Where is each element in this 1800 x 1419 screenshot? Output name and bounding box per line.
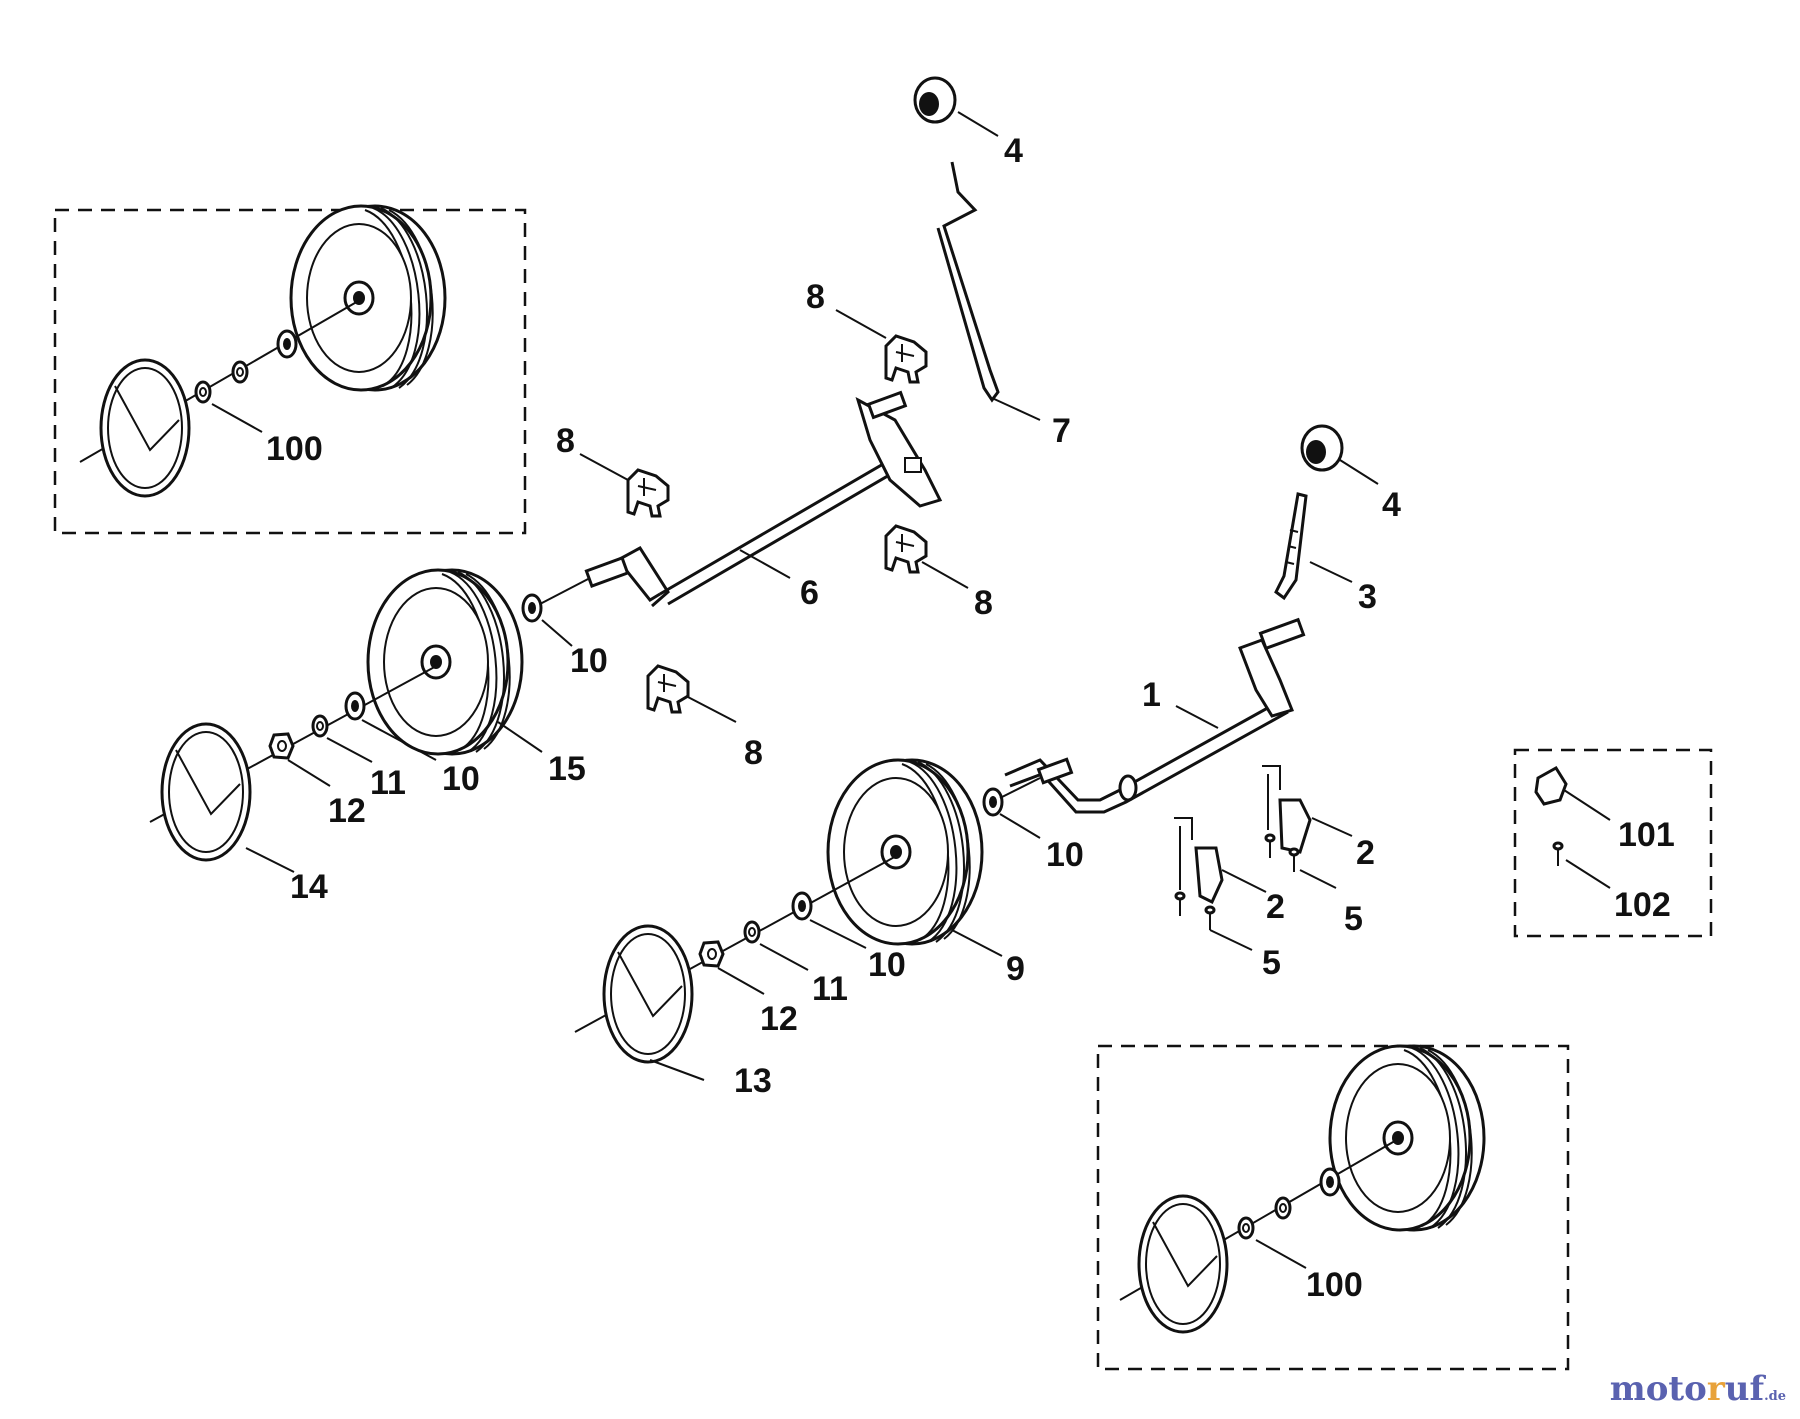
label-1: 1 bbox=[1142, 676, 1161, 714]
wheel-15 bbox=[149, 568, 591, 862]
label-100-bottom-right: 100 bbox=[1306, 1266, 1363, 1304]
label-4-right: 4 bbox=[1382, 486, 1401, 524]
watermark-logo: motoruf.de bbox=[1609, 1369, 1786, 1409]
label-102: 102 bbox=[1614, 886, 1671, 924]
label-10-c: 10 bbox=[1046, 836, 1084, 874]
front-axle bbox=[1004, 617, 1306, 814]
label-8-mid: 8 bbox=[974, 584, 993, 622]
label-100-top-left: 100 bbox=[266, 430, 323, 468]
label-2-right: 2 bbox=[1356, 834, 1375, 872]
kit-wheel-bottom-right bbox=[1119, 1044, 1486, 1334]
label-11-a: 11 bbox=[370, 764, 406, 802]
leader-lines bbox=[245, 111, 1611, 1081]
clip-8-left bbox=[626, 468, 670, 518]
label-12-a: 12 bbox=[328, 792, 366, 830]
part-101 bbox=[1534, 765, 1568, 806]
label-101: 101 bbox=[1618, 816, 1675, 854]
lever-3 bbox=[1274, 424, 1344, 601]
clip-8-mid bbox=[884, 524, 928, 574]
label-12-b: 12 bbox=[760, 1000, 798, 1038]
label-5-left: 5 bbox=[1262, 944, 1281, 982]
label-6: 6 bbox=[800, 574, 819, 612]
label-10-b: 10 bbox=[442, 760, 480, 798]
label-8-left: 8 bbox=[556, 422, 575, 460]
clip-8-bottom bbox=[646, 664, 690, 714]
label-13: 13 bbox=[734, 1062, 772, 1100]
label-7: 7 bbox=[1052, 412, 1071, 450]
wheel-9 bbox=[574, 758, 1041, 1064]
clip-8-top bbox=[884, 334, 928, 384]
label-9: 9 bbox=[1006, 950, 1025, 988]
kit-box-top-left bbox=[53, 208, 527, 535]
label-8-top: 8 bbox=[806, 278, 825, 316]
label-11-b: 11 bbox=[812, 970, 848, 1008]
label-3: 3 bbox=[1358, 578, 1377, 616]
height-lever-7 bbox=[913, 76, 1000, 403]
kit-box-right bbox=[1513, 748, 1713, 938]
bracket-2-right bbox=[1262, 765, 1312, 874]
screw-102 bbox=[1552, 841, 1564, 868]
label-10-d: 10 bbox=[868, 946, 906, 984]
rear-axle bbox=[584, 390, 943, 608]
bracket-2-left bbox=[1174, 817, 1224, 932]
label-5-right: 5 bbox=[1344, 900, 1363, 938]
label-14: 14 bbox=[290, 868, 328, 906]
label-8-bottom: 8 bbox=[744, 734, 763, 772]
label-15: 15 bbox=[548, 750, 586, 788]
kit-wheel-top-left bbox=[79, 204, 447, 498]
kit-box-bottom-right bbox=[1096, 1044, 1570, 1371]
label-4-top: 4 bbox=[1004, 132, 1023, 170]
label-10-a: 10 bbox=[570, 642, 608, 680]
label-2-left: 2 bbox=[1266, 888, 1285, 926]
